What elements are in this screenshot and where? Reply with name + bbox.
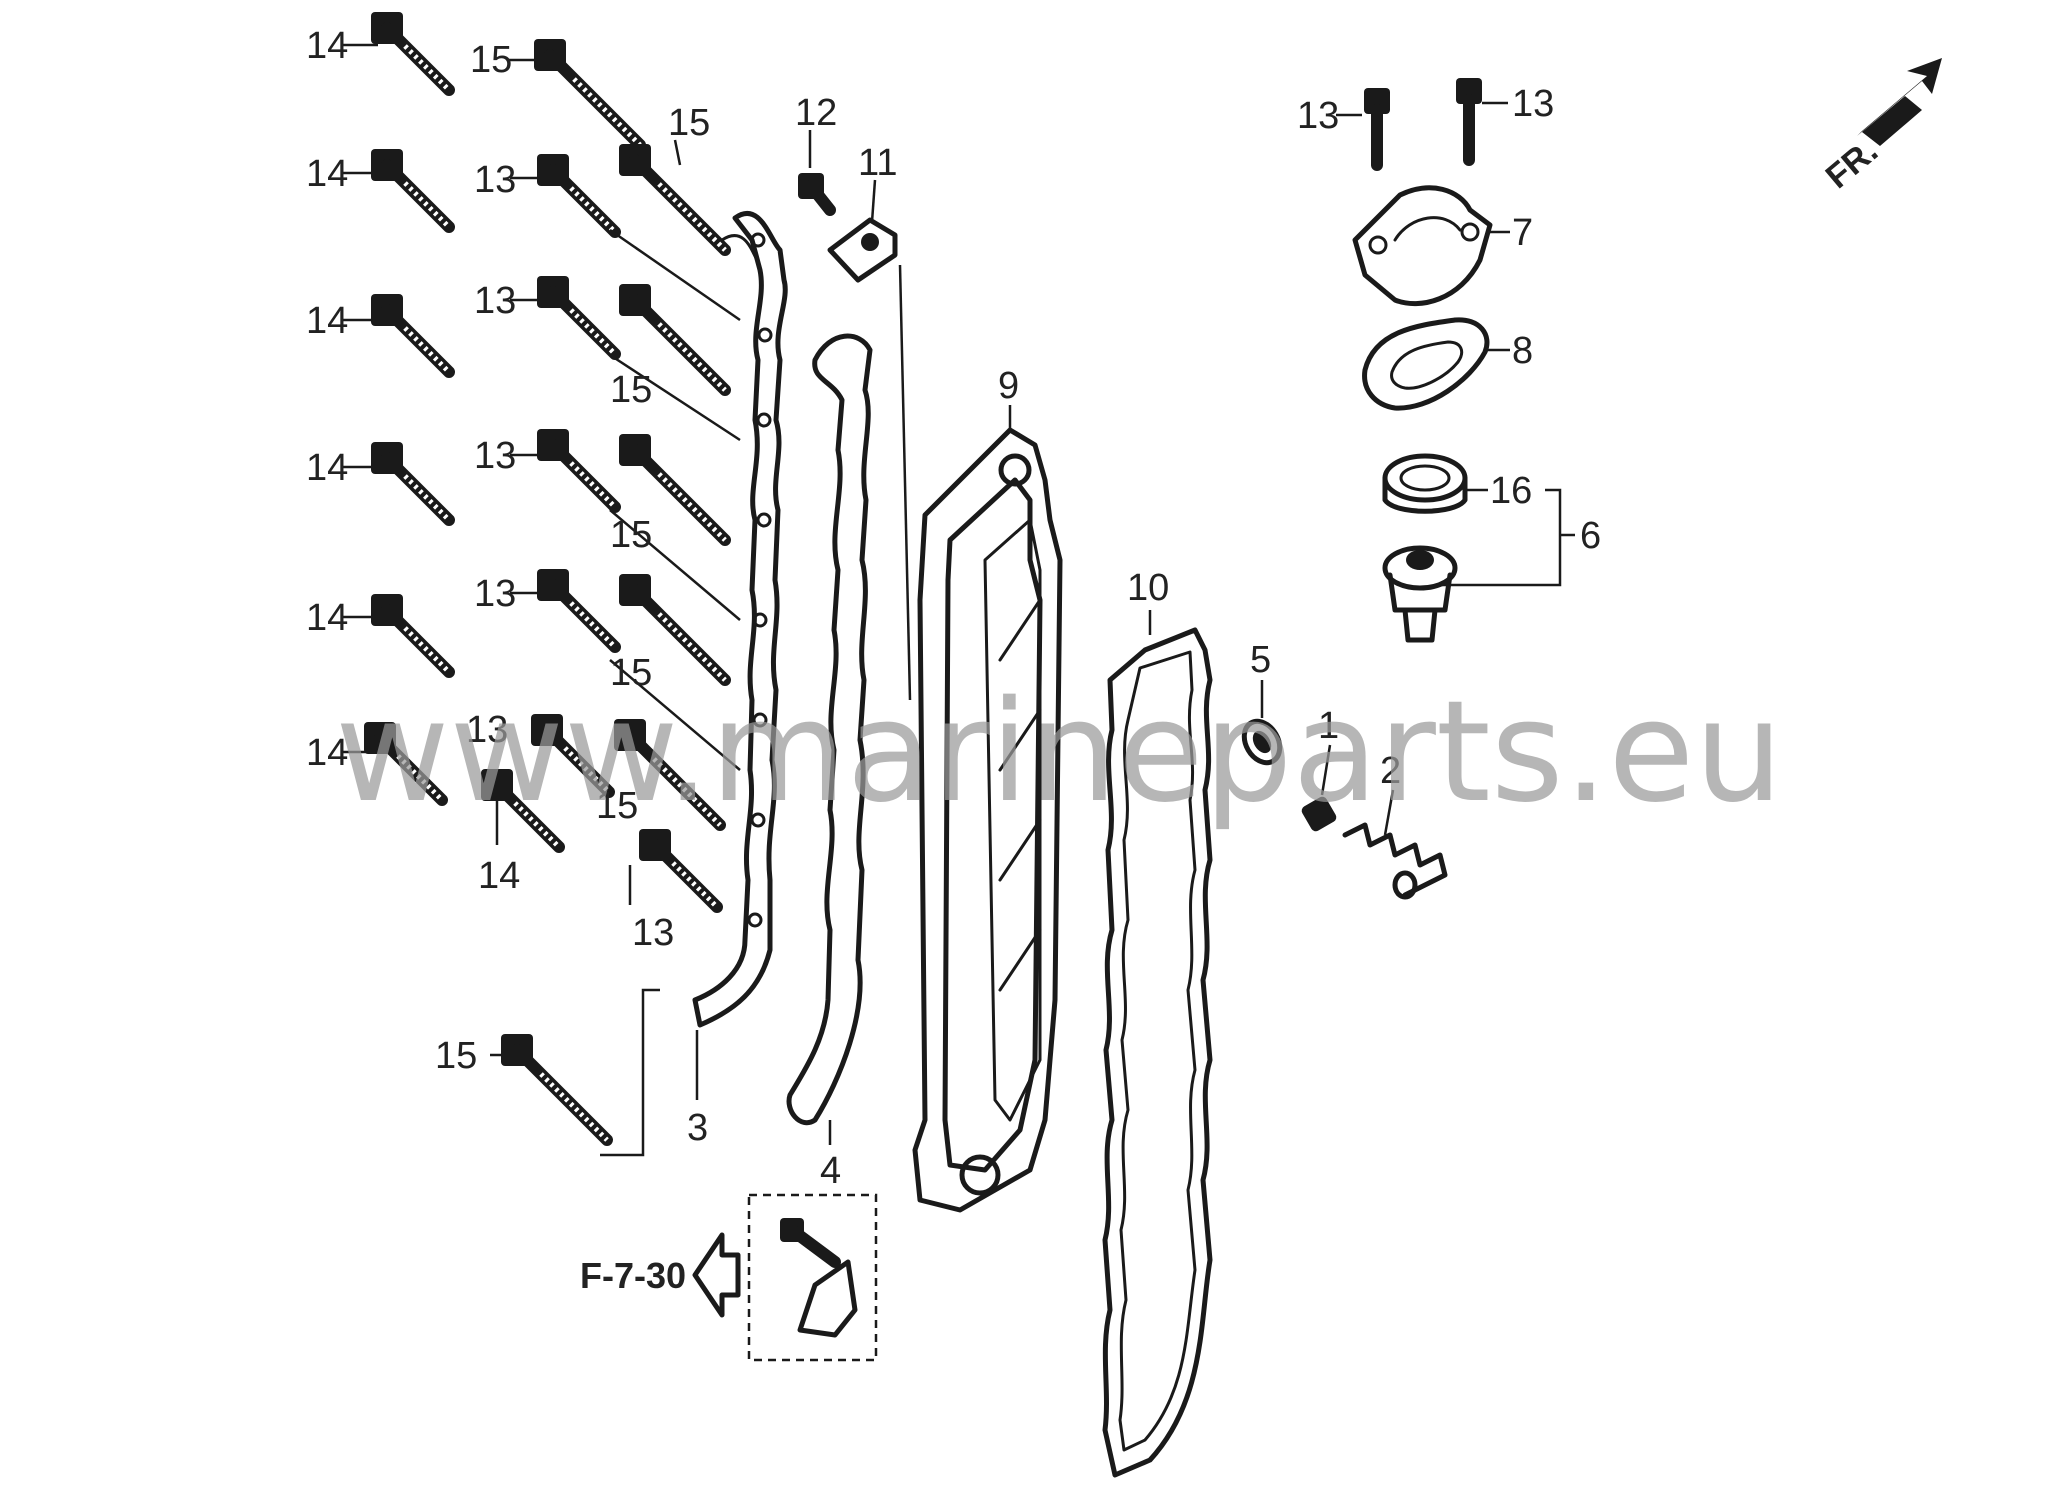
callout-3: 3 <box>687 1107 708 1149</box>
leader-lines <box>342 43 1575 1157</box>
callout-14: 14 <box>306 597 348 639</box>
callout-15: 15 <box>610 652 652 694</box>
callout-13: 13 <box>474 435 516 477</box>
callout-15: 15 <box>610 514 652 556</box>
callout-15: 15 <box>470 39 512 81</box>
reference-detail-box <box>747 1193 878 1362</box>
callout-14: 14 <box>306 25 348 67</box>
callout-14: 14 <box>306 732 348 774</box>
callout-15: 15 <box>668 102 710 144</box>
callout-16: 16 <box>1490 470 1532 512</box>
bolt-14-row-2 <box>371 149 449 227</box>
bolt-13-right-a <box>1364 88 1390 171</box>
callout-15: 15 <box>435 1035 477 1077</box>
bolt-14-row-5 <box>371 594 449 672</box>
grommet-5 <box>1241 718 1283 766</box>
seal-16 <box>1382 453 1468 514</box>
callout-12: 12 <box>795 92 837 134</box>
bolt-13-row-3 <box>537 429 615 507</box>
callout-14: 14 <box>306 300 348 342</box>
bolt-14-row-3 <box>371 294 449 372</box>
exhaust-cover-9 <box>912 427 1063 1213</box>
callout-15: 15 <box>610 369 652 411</box>
callout-4: 4 <box>820 1150 841 1192</box>
callout-14: 14 <box>478 855 520 897</box>
callout-10: 10 <box>1127 567 1169 609</box>
thermostat-cover-7 <box>1352 185 1493 307</box>
callout-14: 14 <box>306 153 348 195</box>
gasket-3 <box>692 210 788 1028</box>
gasket-4 <box>786 333 873 1125</box>
reference-figure-label: F-7-30 <box>580 1255 686 1296</box>
bolt-14-row-4 <box>371 442 449 520</box>
callout-8: 8 <box>1512 330 1533 372</box>
bolt-15-bottom <box>501 1034 607 1140</box>
hollow-arrow-left-icon <box>692 1232 741 1318</box>
callout-13: 13 <box>1297 95 1339 137</box>
callout-14: 14 <box>306 447 348 489</box>
bolt-15-top <box>534 39 640 145</box>
bolt-13-inner-6 <box>639 829 717 907</box>
callout-2: 2 <box>1380 750 1401 792</box>
thermostat-6 <box>1382 545 1458 643</box>
callout-5: 5 <box>1250 639 1271 681</box>
callout-13: 13 <box>466 709 508 751</box>
callout-7: 7 <box>1512 212 1533 254</box>
bolt-13-row-1 <box>537 154 615 232</box>
callout-13: 13 <box>474 159 516 201</box>
watermark: www.marineparts.eu <box>335 671 1783 834</box>
gasket-10 <box>1102 627 1213 1478</box>
bolt-13-row-4 <box>537 569 615 647</box>
callout-13: 13 <box>474 280 516 322</box>
bolt-14-row-1 <box>371 12 449 90</box>
callout-13: 13 <box>474 573 516 615</box>
bolt-13-row-2 <box>537 276 615 354</box>
callout-11: 11 <box>858 142 897 184</box>
clip-11 <box>827 217 898 283</box>
bolt-12 <box>798 173 836 216</box>
plug-1 <box>1301 796 1337 832</box>
front-direction-arrow-icon <box>1857 58 1942 146</box>
callout-15: 15 <box>596 785 638 827</box>
callout-13: 13 <box>1512 83 1554 125</box>
callout-13: 13 <box>632 912 674 954</box>
callout-6: 6 <box>1580 515 1601 557</box>
spring-2 <box>1342 822 1448 900</box>
callout-9: 9 <box>998 365 1019 407</box>
bolt-13-right-b <box>1456 78 1482 166</box>
callout-labels: 14 15 15 12 11 14 13 14 13 15 14 13 15 1… <box>306 25 1601 1192</box>
bolt-15-inner-1 <box>619 144 725 250</box>
gasket-8 <box>1362 317 1490 411</box>
callout-1: 1 <box>1318 705 1339 747</box>
